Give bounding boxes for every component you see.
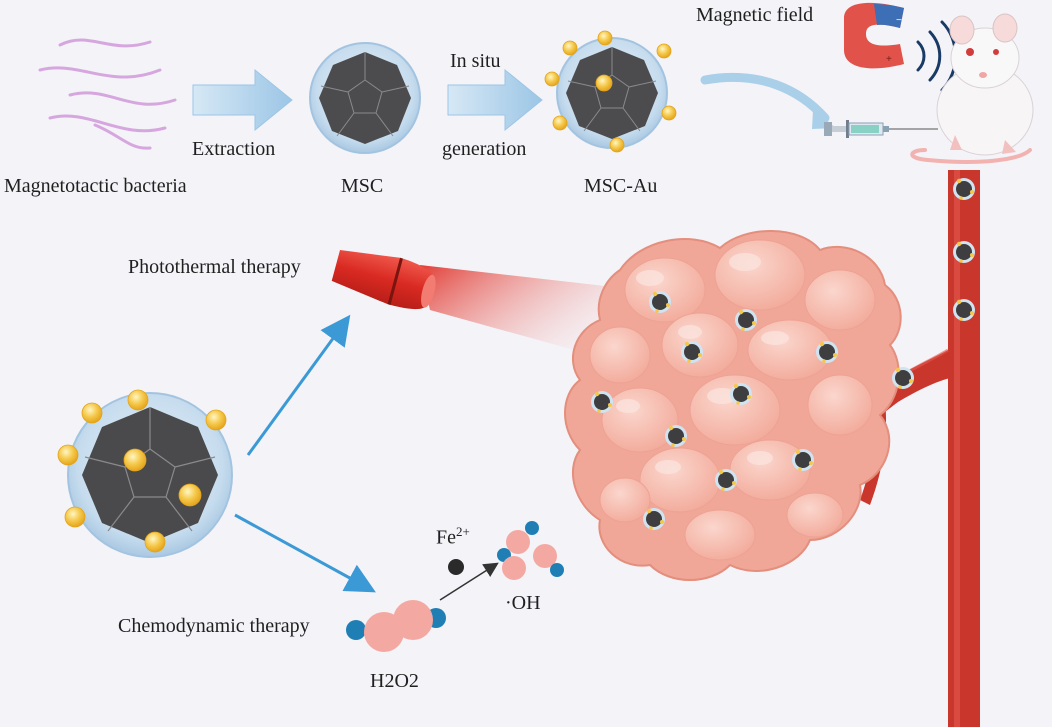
label-hydroxyl-radical: ·OH [505, 592, 541, 614]
fe-ion-icon [448, 559, 464, 575]
tumor-icon [564, 230, 902, 581]
reaction-arrow [439, 562, 499, 601]
label-msc-au: MSC-Au [584, 175, 658, 197]
extraction-arrow [192, 68, 293, 132]
label-fe-ion: Fe2+ [436, 524, 470, 550]
msc-au-large-icon [57, 389, 233, 558]
magnet-icon: − + [844, 2, 904, 69]
msc-particle-icon [309, 42, 421, 154]
msc-au-particle-icon [544, 30, 677, 153]
svg-text:−: − [896, 15, 902, 26]
in-situ-arrow [447, 68, 543, 132]
fe-charge: 2+ [456, 524, 470, 539]
label-chemodynamic-therapy: Chemodynamic therapy [118, 615, 310, 637]
injection-arrow [700, 72, 830, 123]
bacteria-icon [38, 38, 177, 150]
h2o2-molecule-icon [346, 600, 446, 652]
photothermal-arrow [246, 314, 351, 456]
svg-text:+: + [886, 54, 892, 65]
label-photothermal-therapy: Photothermal therapy [128, 256, 301, 278]
fe-symbol: Fe [436, 526, 456, 549]
label-in-situ: In situ [450, 50, 501, 72]
label-magnetotactic-bacteria: Magnetotactic bacteria [4, 175, 187, 197]
label-magnetic-field: Magnetic field [696, 4, 814, 26]
label-h2o2: H2O2 [370, 670, 419, 692]
mouse-icon [910, 13, 1034, 164]
label-extraction: Extraction [192, 138, 276, 160]
label-msc: MSC [341, 175, 384, 197]
chemodynamic-arrow [234, 513, 376, 593]
laser-icon [331, 250, 436, 310]
label-generation: generation [442, 138, 527, 160]
syringe-icon [824, 120, 938, 138]
hydroxyl-radical-icon [497, 521, 564, 580]
